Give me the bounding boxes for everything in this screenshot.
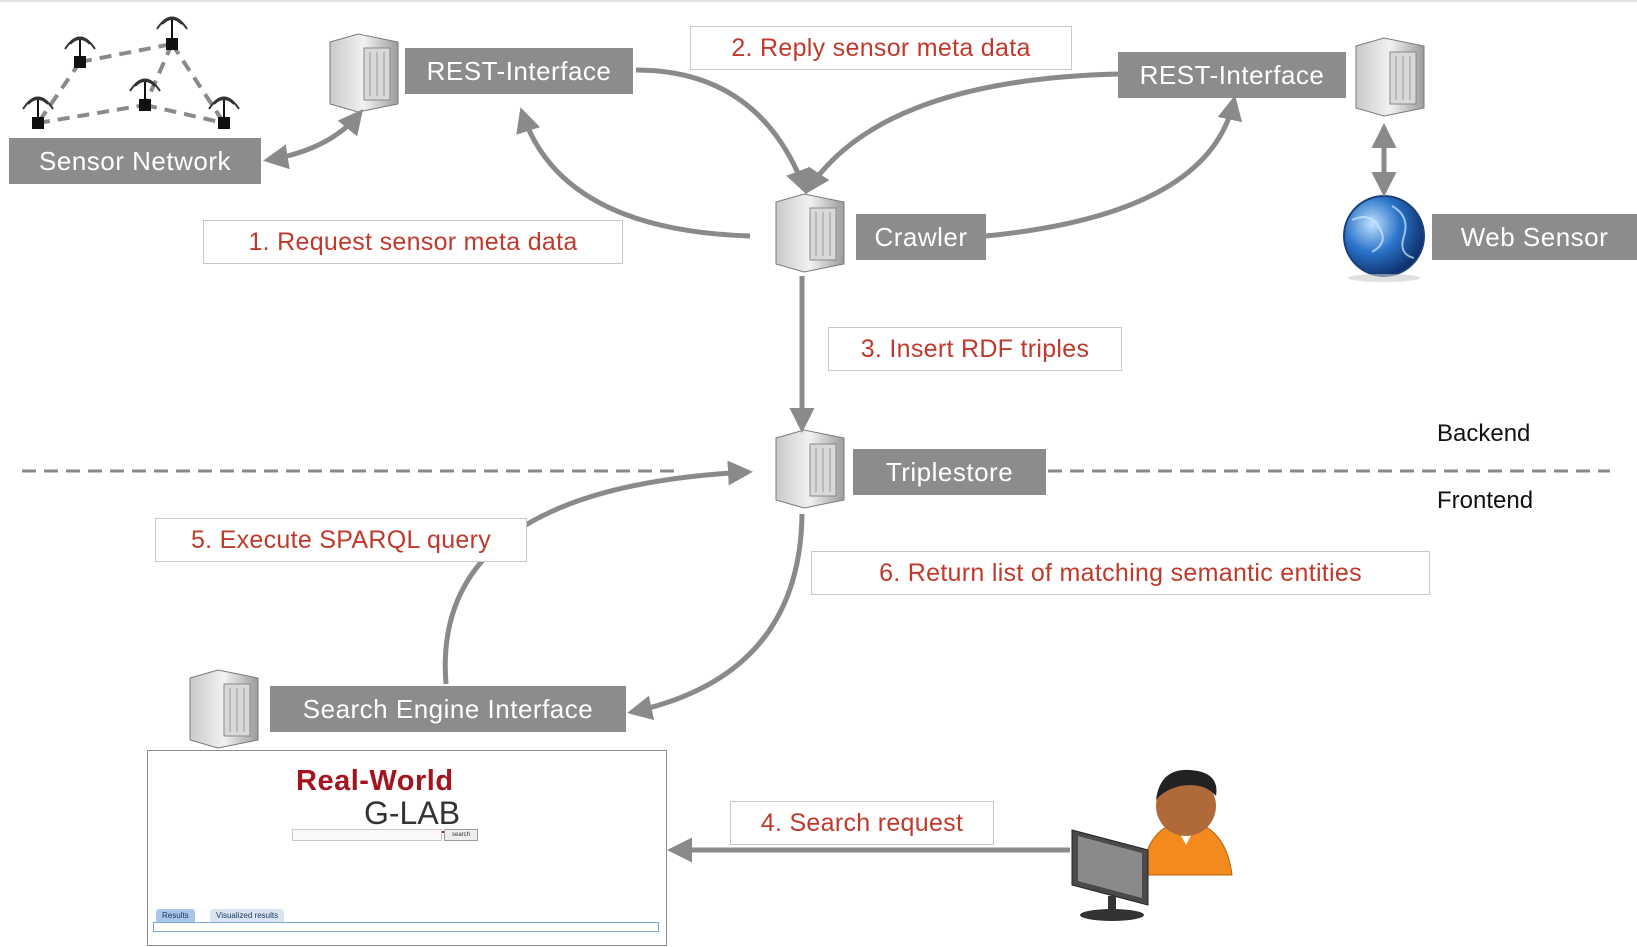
search-button[interactable]: search — [444, 829, 478, 841]
server-icon — [775, 193, 845, 273]
tab-results[interactable]: Results — [156, 909, 195, 922]
step-6-label: 6. Return list of matching semantic enti… — [811, 551, 1430, 595]
zone-frontend-label: Frontend — [1437, 487, 1534, 514]
node-crawler: Crawler — [856, 214, 986, 260]
globe-icon — [1343, 195, 1425, 282]
zone-backend-label: Backend — [1437, 420, 1531, 447]
step-3-label: 3. Insert RDF triples — [828, 327, 1122, 371]
user-at-computer-icon — [1071, 769, 1233, 921]
server-icon — [775, 429, 845, 509]
step-5-label: 5. Execute SPARQL query — [155, 518, 527, 562]
node-sensor-network: Sensor Network — [9, 138, 261, 184]
step-2-label: 2. Reply sensor meta data — [690, 26, 1072, 70]
arrow-rest-left-to-crawler — [635, 67, 810, 195]
antenna-icon — [22, 96, 54, 129]
tab-visualized-results[interactable]: Visualized results — [210, 909, 285, 922]
search-engine-screenshot: Real-World G-LAB search Results Visualiz… — [147, 750, 667, 946]
node-rest-interface-left: REST-Interface — [405, 48, 633, 94]
node-search-engine-interface: Search Engine Interface — [270, 686, 626, 732]
arrow-request-right — [985, 95, 1243, 239]
sensor-network-graph — [36, 42, 226, 125]
step-1-label: 1. Request sensor meta data — [203, 220, 623, 264]
logo-g-lab: G-LAB — [364, 795, 461, 831]
antenna-icon — [156, 16, 188, 50]
logo-real-world: Real-World — [296, 765, 454, 797]
arrow-request-left — [516, 107, 751, 239]
server-icon — [329, 33, 399, 113]
results-panel — [153, 922, 659, 932]
antenna-icon — [129, 78, 161, 111]
arrow-rest-right-to-crawler — [805, 71, 1119, 195]
arrow-sparql-query — [442, 460, 753, 685]
step-4-label: 4. Search request — [730, 801, 994, 845]
node-web-sensor: Web Sensor — [1432, 214, 1637, 260]
antenna-icon — [208, 96, 240, 129]
antenna-icon — [64, 36, 96, 68]
arrow-return-entities — [627, 513, 805, 721]
node-triplestore: Triplestore — [853, 449, 1046, 495]
node-rest-interface-right: REST-Interface — [1118, 52, 1346, 98]
search-input[interactable] — [292, 829, 442, 841]
server-icon — [189, 669, 259, 749]
arrow-sensor-rest — [263, 109, 364, 170]
server-icon — [1355, 37, 1425, 117]
